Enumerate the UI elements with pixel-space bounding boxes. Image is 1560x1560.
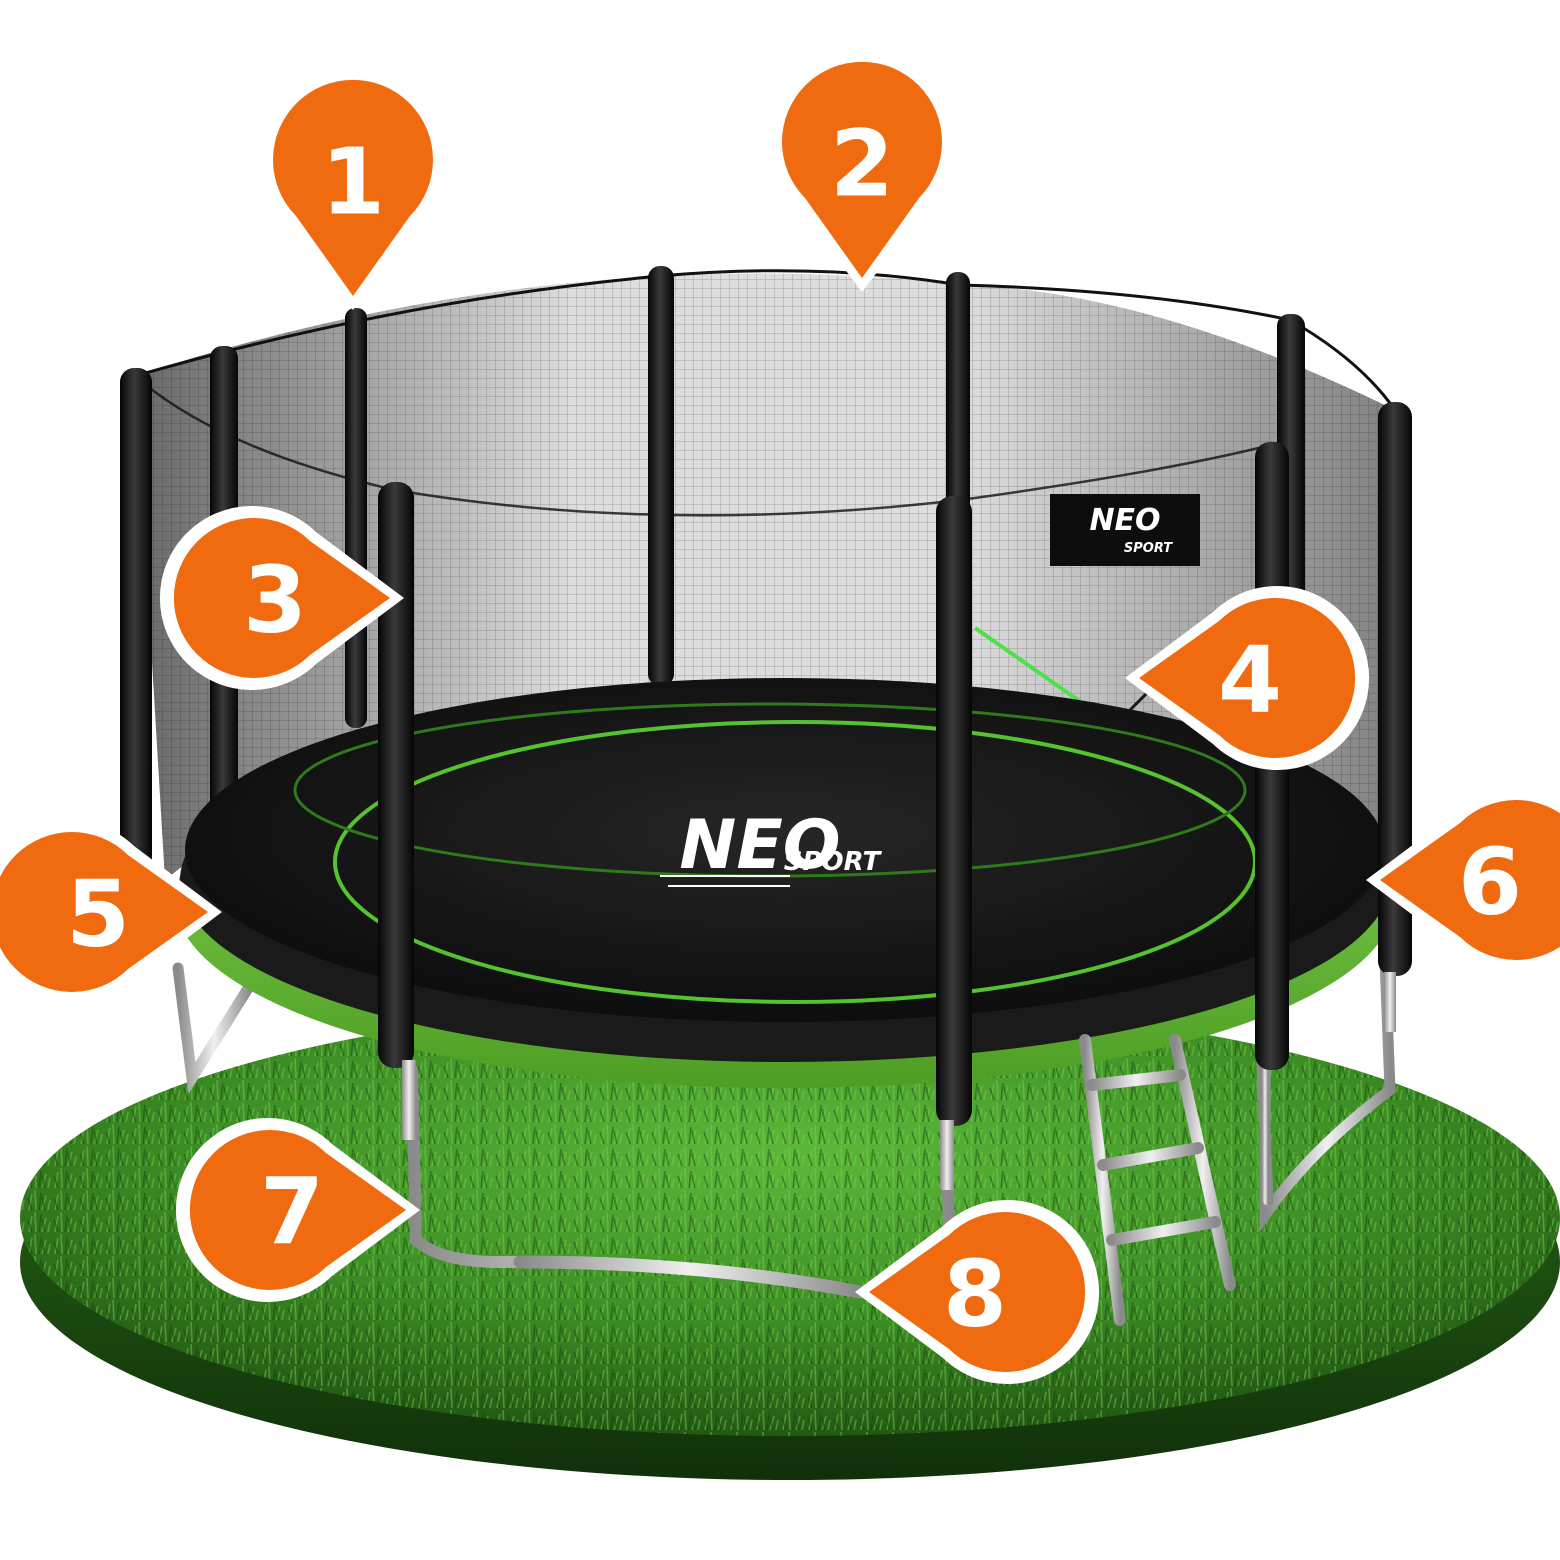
marker-6-label: 6 — [1458, 829, 1522, 936]
marker-4: 4 — [1125, 586, 1370, 771]
marker-2-label: 2 — [830, 111, 894, 218]
marker-4-label: 4 — [1218, 627, 1282, 734]
marker-2: 2 — [770, 48, 955, 292]
net-logo-tag: NEO SPORT — [1050, 494, 1200, 566]
net-logo-sub: SPORT — [1124, 541, 1173, 556]
marker-7-label: 7 — [260, 1159, 324, 1266]
marker-3-label: 3 — [243, 547, 307, 654]
markers: 1 2 3 4 5 6 — [0, 48, 1560, 1384]
marker-8: 8 — [855, 1199, 1100, 1384]
marker-5-label: 5 — [66, 861, 130, 968]
leg-base-tube — [513, 1255, 867, 1299]
net-logo-word: NEO — [1089, 503, 1160, 538]
marker-7: 7 — [175, 1118, 420, 1302]
enclosure-pole — [648, 266, 674, 686]
enclosure-pole — [345, 308, 367, 728]
mat-logo-sub: SPORT — [784, 847, 883, 877]
pole-foam-padding — [378, 482, 414, 1068]
enclosure-pole — [120, 368, 152, 928]
ladder — [1079, 1034, 1236, 1326]
legs — [172, 954, 1396, 1233]
front-legs — [406, 1059, 1274, 1299]
w-leg — [172, 962, 256, 1095]
jumping-mat-edge — [185, 678, 1385, 1022]
mat-logo-word: NEO — [679, 806, 840, 885]
marker-1-label: 1 — [321, 129, 385, 236]
marker-5: 5 — [0, 820, 222, 1004]
marker-1: 1 — [261, 66, 446, 311]
marker-3: 3 — [159, 506, 404, 690]
pole-foam-padding — [1378, 402, 1412, 976]
pole-foam-padding — [936, 496, 972, 1126]
marker-8-label: 8 — [943, 1241, 1007, 1348]
marker-6: 6 — [1366, 788, 1560, 972]
